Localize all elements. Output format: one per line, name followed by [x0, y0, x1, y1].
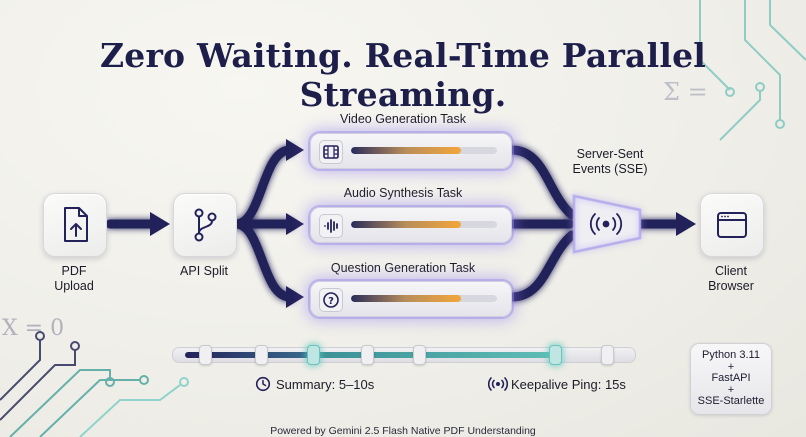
api-split-label: API Split: [180, 264, 228, 278]
api-split-node: [173, 193, 237, 257]
browser-window-icon: [717, 212, 747, 238]
timeline-fill-keepalive: [313, 352, 553, 358]
waveform-icon: [319, 214, 343, 238]
formula-x: X = 0: [2, 316, 64, 341]
pipe-api-to-video: [231, 145, 295, 229]
timeline-marker: [199, 345, 212, 365]
git-branch-icon: [194, 208, 217, 242]
stack-separator: +: [727, 383, 735, 396]
task-label-video: Video Generation Task: [339, 112, 466, 126]
pdf-upload-node: [43, 193, 107, 257]
task-card-audio: [310, 207, 512, 243]
arrowhead-api: [150, 212, 170, 236]
timeline-fill-summary: [185, 352, 313, 358]
pdf-upload-label: PDF Upload: [54, 264, 94, 293]
tech-stack-card: Python 3.11 + FastAPI + SSE-Starlette: [690, 343, 772, 415]
timeline-marker: [601, 345, 614, 365]
client-browser-label: Client Browser: [708, 264, 754, 293]
arrowhead-question: [286, 286, 304, 308]
stack-separator: +: [727, 360, 735, 373]
summary-duration: Summary: 5–10s: [276, 377, 375, 392]
circuit-decor-bottom-left: [0, 331, 189, 437]
task-progress-audio: [351, 221, 497, 228]
task-progress-fill-question: [351, 295, 461, 302]
task-label-question: Question Generation Task: [330, 261, 476, 275]
pipe-video-to-sse: [507, 145, 577, 220]
timeline-marker: [413, 345, 426, 365]
formula-sigma-text: Σ =: [663, 78, 708, 106]
ping-icon: [488, 377, 508, 391]
stack-item: Python 3.11: [702, 349, 760, 361]
stack-item: FastAPI: [711, 372, 751, 384]
timeline-marker: [361, 345, 374, 365]
arrowhead-video: [286, 139, 304, 161]
broadcast-icon: [589, 213, 623, 235]
task-label-audio: Audio Synthesis Task: [343, 186, 463, 200]
page-title: Zero Waiting. Real-Time Parallel Streami…: [99, 36, 707, 114]
timeline-track: [172, 345, 636, 365]
svg-text:?: ?: [328, 296, 334, 307]
formula-sigma: Σ =: [663, 78, 708, 106]
film-icon: [319, 140, 343, 164]
timeline-marker-active: [549, 345, 562, 365]
task-progress-fill-video: [351, 147, 461, 154]
sse-label: Server-Sent Events (SSE): [572, 147, 648, 176]
file-upload-icon: [64, 207, 88, 242]
task-progress-video: [351, 147, 497, 154]
stack-item: SSE-Starlette: [697, 395, 765, 407]
task-card-video: [310, 133, 512, 169]
task-card-question: ?: [310, 281, 512, 317]
client-browser-node: [700, 193, 764, 257]
task-progress-fill-audio: [351, 221, 461, 228]
keepalive-interval: Keepalive Ping: 15s: [511, 377, 626, 392]
timeline-marker: [255, 345, 268, 365]
arrowhead-client: [676, 212, 696, 236]
pipe-api-to-question: [231, 219, 295, 302]
timeline-marker-active: [307, 345, 320, 365]
task-progress-question: [351, 295, 497, 302]
footer-credit: Powered by Gemini 2.5 Flash Native PDF U…: [270, 425, 536, 437]
circuit-decor-top-right: [699, 0, 806, 141]
question-icon: ?: [319, 288, 343, 312]
arrowhead-audio: [286, 213, 304, 235]
pipe-question-to-sse: [507, 230, 577, 302]
clock-icon: [255, 376, 271, 392]
